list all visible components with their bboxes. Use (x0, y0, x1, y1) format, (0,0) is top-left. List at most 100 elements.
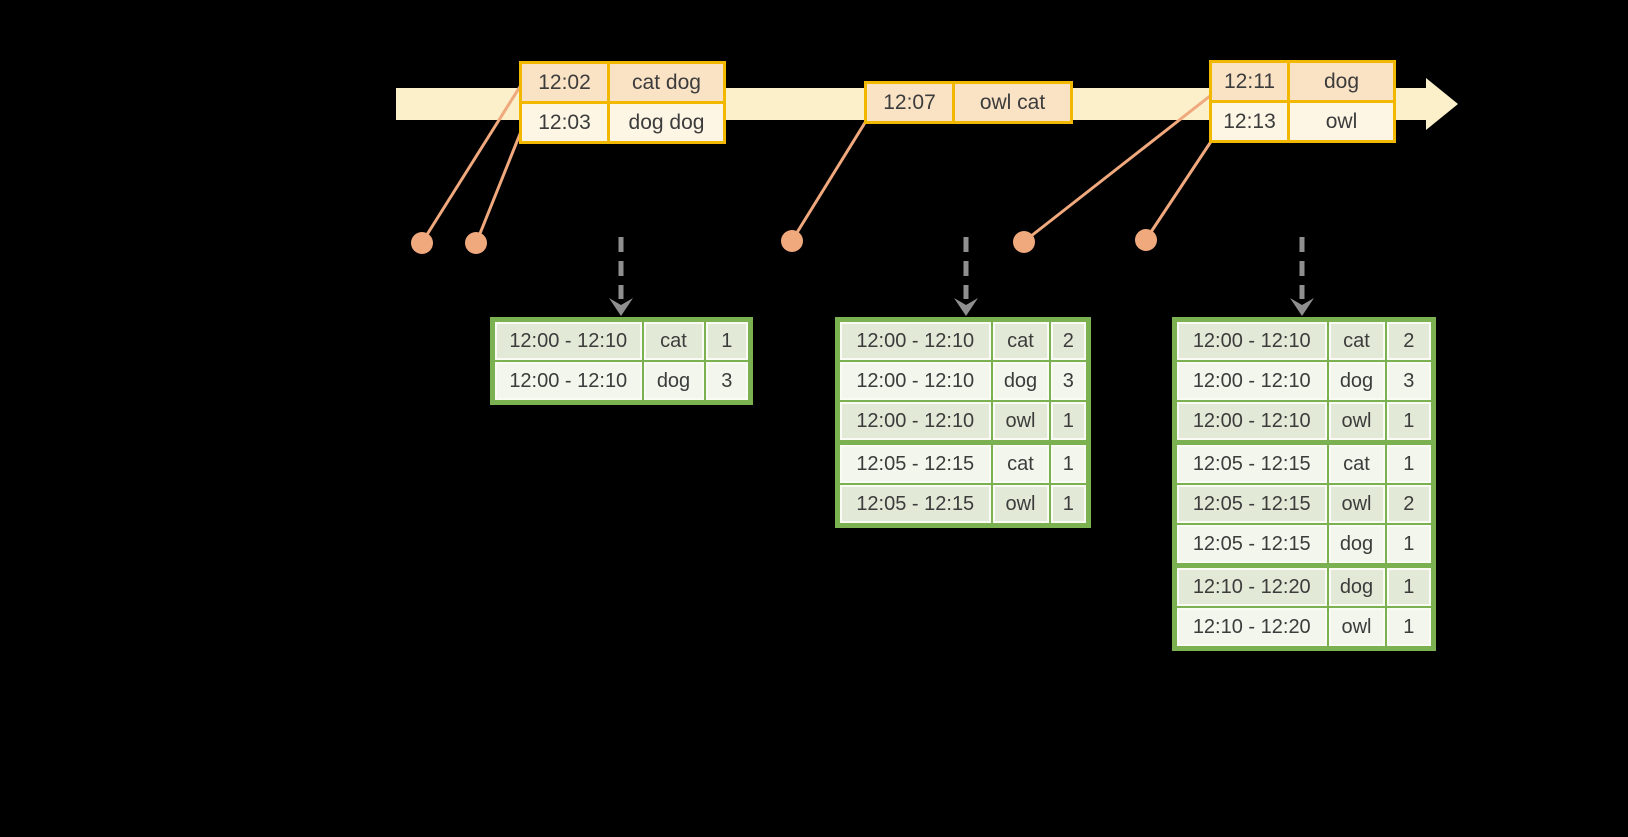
event-time-cell: 12:07 (864, 81, 955, 124)
event-time-cell: 12:03 (519, 101, 610, 144)
result-window-cell: 12:00 - 12:10 (491, 318, 644, 362)
connector-line (421, 84, 523, 242)
result-window-cell: 12:00 - 12:10 (491, 360, 644, 404)
result-count-cell: 3 (703, 360, 752, 404)
result-window-cell: 12:05 - 12:15 (1173, 440, 1329, 485)
event-time-cell: 12:13 (1209, 100, 1290, 143)
event-dot-icon (1135, 229, 1157, 251)
result-count-cell: 3 (1384, 360, 1435, 402)
result-word-cell: dog (641, 360, 706, 404)
result-table-2: 12:00 - 12:10 cat 2 12:00 - 12:10 dog 3 … (835, 317, 1091, 528)
event-time-cell: 12:02 (519, 61, 610, 104)
result-row: 12:00 - 12:10 cat 2 (1173, 318, 1435, 362)
result-row: 12:05 - 12:15 cat 1 (1173, 440, 1435, 485)
event-table-3: 12:11 dog 12:13 owl (1209, 60, 1396, 143)
result-word-cell: owl (990, 483, 1051, 527)
result-word-cell: owl (1326, 606, 1387, 650)
result-row: 12:00 - 12:10 owl 1 (1173, 400, 1435, 444)
result-row: 12:00 - 12:10 cat 2 (836, 318, 1090, 362)
event-table-3-body: 12:11 dog 12:13 owl (1209, 60, 1396, 143)
result-row: 12:00 - 12:10 cat 1 (491, 318, 752, 362)
result-window-cell: 12:00 - 12:10 (836, 318, 993, 362)
result-window-cell: 12:00 - 12:10 (836, 400, 993, 444)
event-row: 12:07 owl cat (864, 81, 1073, 124)
event-dot-icon (1013, 231, 1035, 253)
event-words-cell: dog (1287, 60, 1396, 103)
event-words-cell: dog dog (607, 101, 726, 144)
result-word-cell: cat (1326, 318, 1387, 362)
result-count-cell: 2 (1384, 483, 1435, 525)
result-window-cell: 12:05 - 12:15 (836, 440, 993, 485)
result-window-cell: 12:05 - 12:15 (1173, 483, 1329, 525)
flow-arrowhead-icon (954, 298, 978, 316)
result-row: 12:05 - 12:15 owl 1 (836, 483, 1090, 527)
result-word-cell: owl (1326, 483, 1387, 525)
result-table-1: 12:00 - 12:10 cat 1 12:00 - 12:10 dog 3 (490, 317, 753, 405)
result-table-3: 12:00 - 12:10 cat 2 12:00 - 12:10 dog 3 … (1172, 317, 1436, 651)
event-markers (411, 229, 1157, 254)
result-row: 12:05 - 12:15 cat 1 (836, 440, 1090, 485)
result-count-cell: 3 (1048, 360, 1090, 402)
event-time-cell: 12:11 (1209, 60, 1290, 103)
event-table-1-body: 12:02 cat dog 12:03 dog dog (519, 61, 726, 144)
result-row: 12:00 - 12:10 owl 1 (836, 400, 1090, 444)
result-row: 12:10 - 12:20 owl 1 (1173, 606, 1435, 650)
result-window-cell: 12:00 - 12:10 (1173, 360, 1329, 402)
flow-arrows (609, 237, 1314, 316)
result-window-cell: 12:00 - 12:10 (1173, 318, 1329, 362)
flow-arrowhead-icon (609, 298, 633, 316)
event-connector-lines (421, 84, 1214, 242)
event-row: 12:03 dog dog (519, 101, 726, 144)
event-words-cell: owl (1287, 100, 1396, 143)
result-word-cell: cat (990, 318, 1051, 362)
result-word-cell: dog (1326, 360, 1387, 402)
result-count-cell: 1 (1384, 400, 1435, 444)
result-window-cell: 12:05 - 12:15 (1173, 523, 1329, 567)
result-window-cell: 12:00 - 12:10 (836, 360, 993, 402)
result-word-cell: dog (1326, 563, 1387, 608)
event-dot-icon (465, 232, 487, 254)
connector-line (1025, 94, 1211, 242)
result-count-cell: 2 (1384, 318, 1435, 362)
result-row: 12:05 - 12:15 owl 2 (1173, 483, 1435, 525)
connector-line (475, 123, 526, 242)
result-count-cell: 2 (1048, 318, 1090, 362)
event-table-2: 12:07 owl cat (864, 81, 1073, 124)
result-count-cell: 1 (1384, 523, 1435, 567)
result-window-cell: 12:10 - 12:20 (1173, 606, 1329, 650)
event-row: 12:13 owl (1209, 100, 1396, 143)
event-table-2-body: 12:07 owl cat (864, 81, 1073, 124)
result-row: 12:00 - 12:10 dog 3 (1173, 360, 1435, 402)
result-word-cell: cat (990, 440, 1051, 485)
result-table-1-body: 12:00 - 12:10 cat 1 12:00 - 12:10 dog 3 (491, 318, 752, 404)
result-window-cell: 12:05 - 12:15 (836, 483, 993, 527)
event-words-cell: owl cat (952, 81, 1073, 124)
result-word-cell: owl (990, 400, 1051, 444)
flow-arrowhead-icon (1290, 298, 1314, 316)
connector-line (791, 120, 868, 240)
result-row: 12:00 - 12:10 dog 3 (836, 360, 1090, 402)
result-word-cell: cat (1326, 440, 1387, 485)
result-window-cell: 12:10 - 12:20 (1173, 563, 1329, 608)
result-table-2-body: 12:00 - 12:10 cat 2 12:00 - 12:10 dog 3 … (836, 318, 1090, 527)
result-word-cell: owl (1326, 400, 1387, 444)
event-words-cell: cat dog (607, 61, 726, 104)
result-window-cell: 12:00 - 12:10 (1173, 400, 1329, 444)
result-count-cell: 1 (1384, 606, 1435, 650)
event-dot-icon (781, 230, 803, 252)
result-row: 12:10 - 12:20 dog 1 (1173, 563, 1435, 608)
result-word-cell: dog (990, 360, 1051, 402)
result-count-cell: 1 (1048, 440, 1090, 485)
result-count-cell: 1 (1384, 563, 1435, 608)
connector-line (1145, 139, 1214, 239)
result-word-cell: cat (641, 318, 706, 362)
result-count-cell: 1 (703, 318, 752, 362)
event-row: 12:02 cat dog (519, 61, 726, 104)
result-row: 12:05 - 12:15 dog 1 (1173, 523, 1435, 567)
result-word-cell: dog (1326, 523, 1387, 567)
result-count-cell: 1 (1048, 483, 1090, 527)
timeline-arrowhead-icon (1426, 78, 1458, 130)
result-count-cell: 1 (1048, 400, 1090, 444)
result-row: 12:00 - 12:10 dog 3 (491, 360, 752, 404)
